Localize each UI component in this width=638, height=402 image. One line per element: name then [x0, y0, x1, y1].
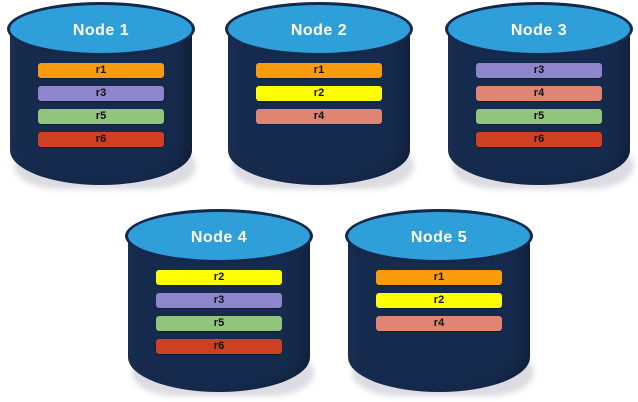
replica-bar-r3[interactable]: r3: [476, 63, 602, 78]
replica-bar-r6[interactable]: r6: [476, 132, 602, 147]
database-node-node-2[interactable]: Node 2 r1 r2 r4: [225, 2, 414, 189]
replica-bar-r4[interactable]: r4: [256, 109, 382, 124]
replica-bar-r2[interactable]: r2: [256, 86, 382, 101]
replica-bar-r5[interactable]: r5: [156, 316, 282, 331]
cylinder-top-ellipse: [448, 5, 630, 53]
replica-list: r1 r2 r4: [376, 270, 502, 331]
cylinder-top-ellipse: [128, 212, 310, 260]
replica-bar-r1[interactable]: r1: [38, 63, 164, 78]
replica-list: r3 r4 r5 r6: [476, 63, 602, 147]
replica-list: r1 r3 r5 r6: [38, 63, 164, 147]
node-title: Node 4: [190, 229, 248, 246]
node-title: Node 5: [410, 229, 468, 246]
database-node-node-1[interactable]: Node 1 r1 r3 r5 r6: [7, 2, 196, 189]
replica-bar-r1[interactable]: r1: [376, 270, 502, 285]
replica-bar-r2[interactable]: r2: [156, 270, 282, 285]
database-node-node-5[interactable]: Node 5 r1 r2 r4: [345, 209, 534, 396]
replica-bar-r1[interactable]: r1: [256, 63, 382, 78]
replica-bar-r5[interactable]: r5: [476, 109, 602, 124]
replica-bar-r3[interactable]: r3: [38, 86, 164, 101]
cylinder-top-ellipse: [348, 212, 530, 260]
replica-list: r2 r3 r5 r6: [156, 270, 282, 354]
database-node-node-3[interactable]: Node 3 r3 r4 r5 r6: [445, 2, 634, 189]
node-title: Node 3: [510, 22, 568, 39]
cylinder-top-ellipse: [10, 5, 192, 53]
replica-bar-r2[interactable]: r2: [376, 293, 502, 308]
replica-list: r1 r2 r4: [256, 63, 382, 124]
cylinder-top-ellipse: [228, 5, 410, 53]
replica-bar-r5[interactable]: r5: [38, 109, 164, 124]
replica-bar-r6[interactable]: r6: [38, 132, 164, 147]
database-node-node-4[interactable]: Node 4 r2 r3 r5 r6: [125, 209, 314, 396]
node-title: Node 1: [72, 22, 130, 39]
replica-bar-r6[interactable]: r6: [156, 339, 282, 354]
replica-bar-r4[interactable]: r4: [476, 86, 602, 101]
replica-bar-r4[interactable]: r4: [376, 316, 502, 331]
node-title: Node 2: [290, 22, 348, 39]
replica-bar-r3[interactable]: r3: [156, 293, 282, 308]
